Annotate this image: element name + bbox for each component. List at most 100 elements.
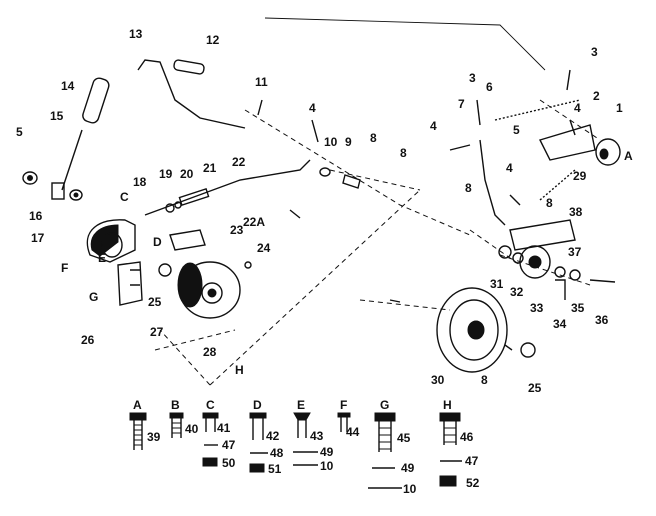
bracket-23 [169, 229, 206, 251]
hw-letter-A: A [133, 398, 142, 412]
callout-G: G [89, 290, 98, 304]
hw-extra-47: 47 [222, 438, 236, 452]
callout-29: 29 [573, 169, 587, 183]
spacer-35 [554, 266, 566, 278]
callout-25: 25 [528, 381, 542, 395]
washer-32 [512, 252, 524, 264]
callout-22: 22 [232, 155, 246, 169]
hw-extra-50: 50 [222, 456, 236, 470]
bolt-36 [589, 279, 616, 283]
callout-31: 31 [490, 277, 504, 291]
pin-11 [257, 99, 263, 116]
callout-19: 19 [159, 167, 173, 181]
nut-31 [498, 245, 512, 259]
hw-letter-E: E [297, 398, 305, 412]
callout-4: 4 [506, 161, 513, 175]
handle-grip [82, 77, 110, 124]
callout-5: 5 [513, 123, 520, 137]
callout-17: 17 [31, 231, 45, 245]
callout-F: F [61, 261, 68, 275]
callout-21: 21 [203, 161, 217, 175]
washer-37 [569, 269, 581, 281]
callout-36: 36 [595, 313, 609, 327]
callout-32: 32 [510, 285, 524, 299]
hw-letter-H: H [443, 398, 452, 412]
ferrule-19 [165, 203, 175, 213]
hw-bolt-40: 40 [185, 422, 199, 436]
callout-10: 10 [324, 135, 338, 149]
callout-4: 4 [574, 101, 581, 115]
bolt-B [169, 412, 184, 438]
callout-12: 12 [206, 33, 220, 47]
nut-5 [22, 171, 38, 185]
callout-24: 24 [257, 241, 271, 255]
hw-extra-51: 51 [268, 462, 282, 476]
handle-assembly [22, 77, 110, 201]
bolt-D [249, 412, 268, 473]
hw-bolt-44: 44 [346, 425, 360, 439]
nut-25b [520, 342, 536, 358]
pin-4d [569, 119, 576, 136]
hw-extra-52: 52 [466, 476, 480, 490]
plate-38 [509, 219, 576, 251]
bolt-F [337, 412, 351, 432]
mount-bracket [117, 261, 143, 306]
bracket-2 [539, 124, 596, 161]
callout-8: 8 [481, 373, 488, 387]
hw-letter-C: C [206, 398, 215, 412]
bolt-A [129, 412, 147, 450]
callout-E: E [98, 251, 106, 265]
nut-25 [158, 263, 172, 277]
pin-4a [311, 119, 319, 143]
hardware-labels: A 39 B 40 C 41 47 50 D 42 48 51 E 43 49 … [133, 398, 480, 496]
callout-30: 30 [431, 373, 445, 387]
callout-C: C [120, 190, 129, 204]
callout-28: 28 [203, 345, 217, 359]
callout-H: H [235, 363, 244, 377]
callout-3: 3 [591, 45, 598, 59]
callout-25: 25 [148, 295, 162, 309]
callout-23: 23 [230, 223, 244, 237]
callout-34: 34 [553, 317, 567, 331]
lever-bracket [51, 182, 65, 200]
washer-10 [319, 167, 331, 177]
pin-24 [244, 261, 252, 269]
knob-1 [595, 138, 621, 166]
hw-letter-D: D [253, 398, 262, 412]
hw-bolt-39: 39 [147, 430, 161, 444]
callout-8: 8 [400, 146, 407, 160]
clutch-bracket [86, 219, 136, 263]
callout-4: 4 [309, 101, 316, 115]
pin-4c [509, 194, 521, 206]
hw-bolt-46: 46 [460, 430, 474, 444]
bolt-E [293, 412, 318, 466]
callout-38: 38 [569, 205, 583, 219]
callout-11: 11 [255, 75, 268, 89]
callout-2: 2 [593, 89, 600, 103]
hw-bolt-42: 42 [266, 429, 280, 443]
callout-16: 16 [29, 209, 43, 223]
hw-extra-47: 47 [465, 454, 479, 468]
callout-13: 13 [129, 27, 143, 41]
callout-1: 1 [616, 101, 623, 115]
cable-fitting-21 [178, 187, 210, 207]
bolt-C [202, 412, 219, 467]
callout-14: 14 [61, 79, 75, 93]
callout-8: 8 [370, 131, 377, 145]
hw-extra-10: 10 [320, 459, 334, 473]
callout-37: 37 [568, 245, 582, 259]
hw-bolt-41: 41 [217, 421, 231, 435]
clip-34 [555, 279, 566, 300]
pin-8d [504, 344, 513, 351]
pin-22a [289, 209, 301, 219]
hw-letter-B: B [171, 398, 180, 412]
callout-22a: 22A [243, 215, 265, 229]
callout-4: 4 [430, 119, 437, 133]
callout-18: 18 [133, 175, 147, 189]
clutch-pulley [158, 261, 241, 319]
callout-35: 35 [571, 301, 585, 315]
grip-12 [173, 59, 205, 75]
callout-6: 6 [486, 80, 493, 94]
idler-assembly [498, 219, 616, 300]
pin-9 [342, 174, 361, 189]
